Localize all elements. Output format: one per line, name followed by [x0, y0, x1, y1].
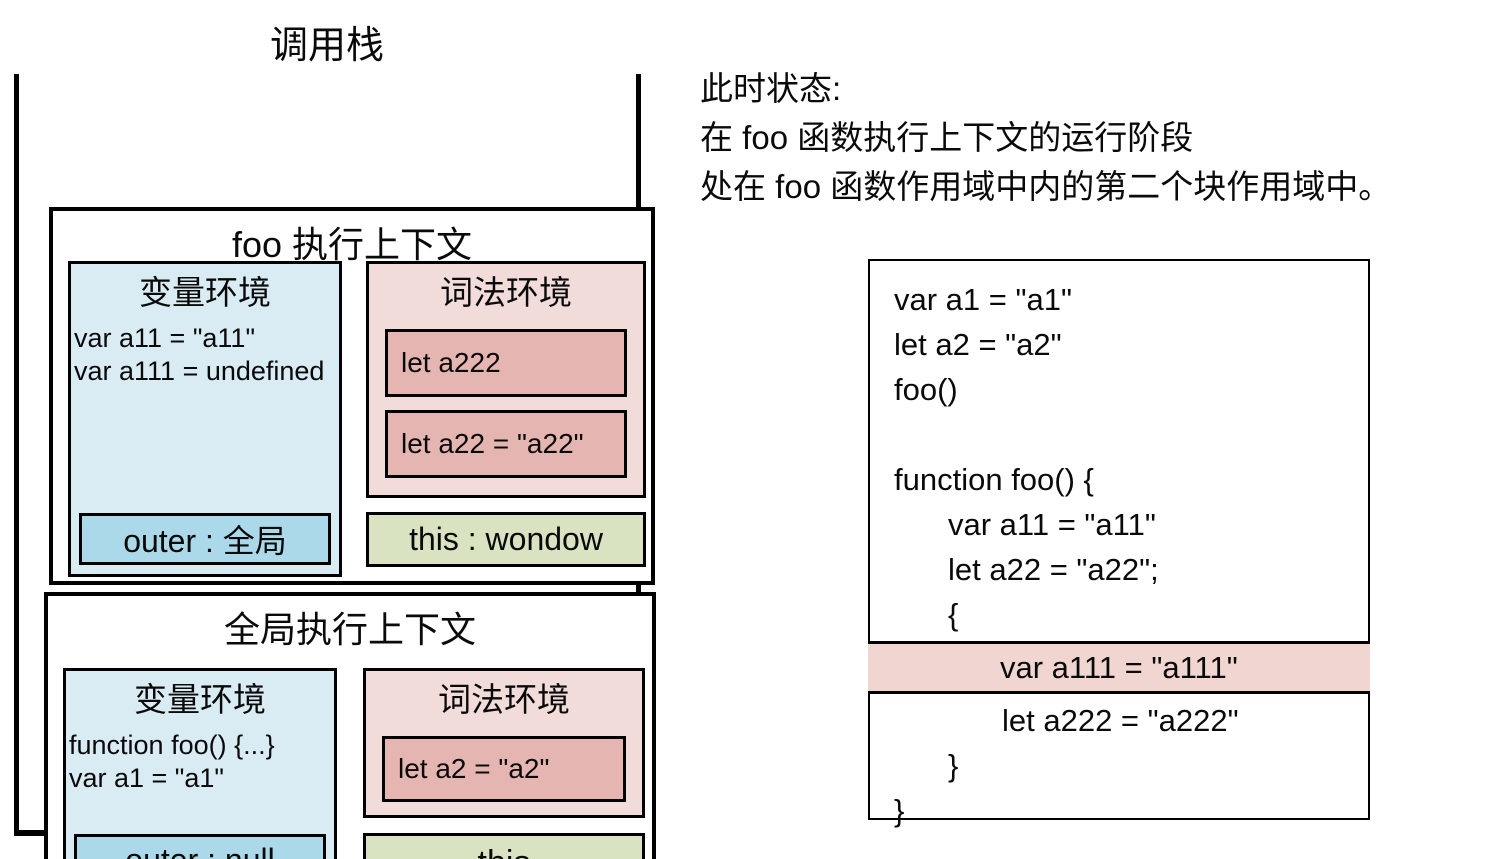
- variable-line: var a11 = "a11": [74, 323, 256, 353]
- variable-line: var a111 = undefined: [74, 356, 325, 386]
- state-description-line: 在 foo 函数执行上下文的运行阶段: [700, 119, 1194, 156]
- lexical-block: let a222: [385, 329, 627, 397]
- variable-env-lines: var a11 = "a11"var a111 = undefined: [71, 322, 339, 388]
- foo-this-binding: this : wondow: [366, 512, 646, 567]
- code-line: let a2 = "a2": [894, 327, 1062, 362]
- foo-variable-environment: 变量环境 var a11 = "a11"var a111 = undefined…: [68, 261, 342, 577]
- call-stack-title: 调用栈: [269, 25, 384, 67]
- code-line: }: [894, 793, 905, 828]
- code-line: }: [948, 748, 959, 783]
- global-lexical-environment: 词法环境 let a2 = "a2": [363, 668, 645, 818]
- code-line: var a111 = "a111": [868, 641, 1370, 694]
- state-description-line: 此时状态:: [700, 70, 842, 107]
- call-stack-container: foo 执行上下文 变量环境 var a11 = "a11"var a111 =…: [14, 74, 656, 859]
- lexical-env-title: 词法环境: [438, 681, 570, 718]
- variable-line: var a1 = "a1": [69, 763, 225, 793]
- code-line: {: [948, 597, 959, 632]
- variable-line: function foo() {...}: [69, 730, 275, 760]
- frame-title: 全局执行上下文: [223, 609, 476, 650]
- global-this-binding: this: [363, 833, 645, 859]
- frame-title: foo 执行上下文: [231, 224, 473, 265]
- lexical-block: let a2 = "a2": [382, 736, 626, 802]
- lexical-env-blocks: let a222 let a22 = "a22": [369, 314, 643, 478]
- lexical-env-blocks: let a2 = "a2": [366, 721, 642, 802]
- global-outer-reference: outer : null: [74, 834, 326, 859]
- global-variable-environment: 变量环境 function foo() {...}var a1 = "a1" o…: [63, 668, 337, 859]
- code-line: [870, 412, 1368, 457]
- foo-outer-reference: outer : 全局: [79, 513, 331, 565]
- code-line: foo(): [894, 372, 958, 407]
- code-line: var a11 = "a11": [948, 507, 1156, 542]
- code-snippet-box: var a1 = "a1" let a2 = "a2" foo() function …: [868, 259, 1370, 828]
- lexical-block: let a22 = "a22": [385, 410, 627, 478]
- foo-lexical-environment: 词法环境 let a222 let a22 = "a22": [366, 261, 646, 498]
- code-line: var a1 = "a1": [894, 282, 1072, 317]
- variable-env-title: 变量环境: [139, 274, 271, 311]
- variable-env-title: 变量环境: [134, 681, 266, 718]
- code-line: let a22 = "a22";: [948, 552, 1159, 587]
- state-description: 此时状态: 在 foo 函数执行上下文的运行阶段处在 foo 函数作用域中内的第二…: [700, 64, 1500, 211]
- variable-env-lines: function foo() {...}var a1 = "a1": [66, 729, 334, 795]
- state-description-line: 处在 foo 函数作用域中内的第二个块作用域中。: [700, 168, 1392, 205]
- lexical-env-title: 词法环境: [440, 274, 572, 311]
- code-line: function foo() {: [894, 462, 1094, 497]
- frame-global-execution-context: 全局执行上下文 变量环境 function foo() {...}var a1 …: [44, 592, 656, 859]
- frame-foo-execution-context: foo 执行上下文 变量环境 var a11 = "a11"var a111 =…: [49, 207, 655, 585]
- code-line: let a222 = "a222": [1002, 703, 1239, 738]
